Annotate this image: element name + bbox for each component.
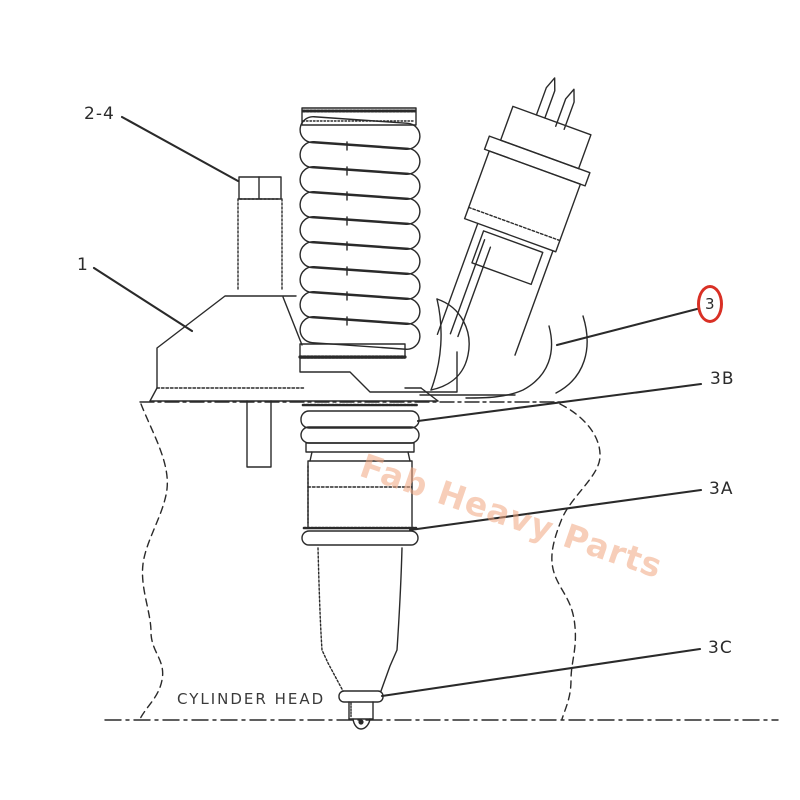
cylinder-head-caption: CYLINDER HEAD [177,690,326,708]
callout-3a: 3A [709,479,734,499]
callout-2-4: 2-4 [84,104,115,124]
injector-body [300,403,420,546]
injector-tip [317,547,403,730]
leader-3 [555,307,699,347]
leader-lines [92,115,703,698]
callout-1: 1 [77,255,89,275]
hold-down-clamp [149,295,439,468]
leader-2-4 [120,115,240,183]
leader-3c [380,647,702,698]
spring-coils [299,116,421,350]
injector-top-flange [299,351,516,396]
callout-3b: 3B [710,369,735,389]
cylinder-head-outline [104,401,779,721]
injector-solenoid [430,77,592,399]
leader-3a [408,488,703,532]
leader-1 [92,266,194,333]
terminal-pin-icon [535,77,556,119]
hold-down-bolt [237,176,283,292]
leader-3b [416,382,703,423]
injector-spring [298,107,421,359]
callout-3: 3 [705,295,715,313]
red-highlight-ellipse [697,285,723,323]
callout-3c: 3C [708,638,733,658]
terminal-pin-icon [555,88,575,131]
